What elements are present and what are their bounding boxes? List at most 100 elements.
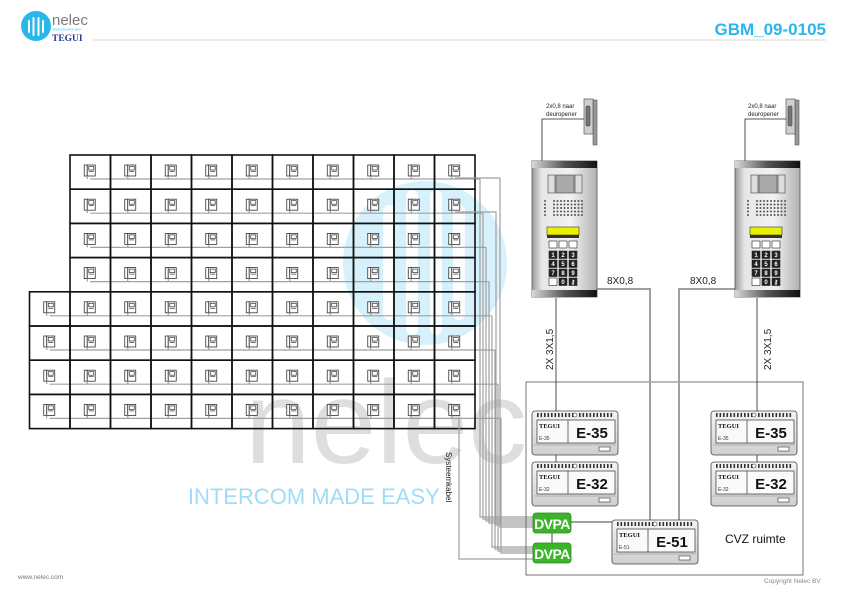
- indoor-monitor-icon[interactable]: [83, 164, 96, 177]
- indoor-monitor-icon[interactable]: [367, 335, 380, 348]
- indoor-monitor-icon[interactable]: [83, 267, 96, 280]
- indoor-monitor-icon[interactable]: [43, 301, 56, 314]
- nav-key[interactable]: [751, 240, 761, 249]
- key-icon[interactable]: [568, 277, 578, 286]
- indoor-monitor-icon[interactable]: [326, 164, 339, 177]
- indoor-monitor-icon[interactable]: [367, 267, 380, 280]
- indoor-monitor-icon[interactable]: [407, 232, 420, 245]
- keypad-key[interactable]: [751, 277, 761, 286]
- indoor-monitor-icon[interactable]: [407, 301, 420, 314]
- indoor-monitor-icon[interactable]: [83, 335, 96, 348]
- indoor-monitor-icon[interactable]: [205, 301, 218, 314]
- indoor-monitor-icon[interactable]: [205, 403, 218, 416]
- keypad-key[interactable]: [771, 259, 781, 268]
- indoor-monitor-icon[interactable]: [124, 198, 137, 211]
- keypad-key[interactable]: [558, 268, 568, 277]
- indoor-monitor-icon[interactable]: [367, 403, 380, 416]
- indoor-monitor-icon[interactable]: [124, 232, 137, 245]
- indoor-monitor-icon[interactable]: [83, 369, 96, 382]
- keypad-key[interactable]: [751, 268, 761, 277]
- indoor-monitor-icon[interactable]: [164, 335, 177, 348]
- keypad-key[interactable]: [761, 250, 771, 259]
- indoor-monitor-icon[interactable]: [164, 164, 177, 177]
- indoor-monitor-icon[interactable]: [205, 335, 218, 348]
- indoor-monitor-icon[interactable]: [367, 164, 380, 177]
- indoor-monitor-icon[interactable]: [286, 198, 299, 211]
- keypad-key[interactable]: [558, 250, 568, 259]
- indoor-monitor-icon[interactable]: [326, 198, 339, 211]
- indoor-monitor-icon[interactable]: [286, 369, 299, 382]
- indoor-monitor-icon[interactable]: [164, 232, 177, 245]
- indoor-monitor-icon[interactable]: [367, 301, 380, 314]
- indoor-monitor-icon[interactable]: [448, 232, 461, 245]
- indoor-monitor-icon[interactable]: [448, 403, 461, 416]
- indoor-monitor-icon[interactable]: [286, 267, 299, 280]
- indoor-monitor-icon[interactable]: [326, 369, 339, 382]
- indoor-monitor-icon[interactable]: [286, 335, 299, 348]
- keypad-key[interactable]: [761, 268, 771, 277]
- indoor-monitor-icon[interactable]: [367, 198, 380, 211]
- indoor-monitor-icon[interactable]: [407, 403, 420, 416]
- keypad-key[interactable]: [548, 268, 558, 277]
- indoor-monitor-icon[interactable]: [164, 198, 177, 211]
- indoor-monitor-icon[interactable]: [407, 164, 420, 177]
- indoor-monitor-icon[interactable]: [326, 232, 339, 245]
- indoor-monitor-icon[interactable]: [448, 301, 461, 314]
- indoor-monitor-icon[interactable]: [83, 403, 96, 416]
- nav-key[interactable]: [771, 240, 781, 249]
- indoor-monitor-icon[interactable]: [83, 301, 96, 314]
- indoor-monitor-icon[interactable]: [448, 164, 461, 177]
- nav-key[interactable]: [568, 240, 578, 249]
- indoor-monitor-icon[interactable]: [124, 164, 137, 177]
- keypad-key[interactable]: [771, 268, 781, 277]
- indoor-monitor-icon[interactable]: [205, 267, 218, 280]
- indoor-monitor-icon[interactable]: [286, 301, 299, 314]
- indoor-monitor-icon[interactable]: [124, 369, 137, 382]
- indoor-monitor-icon[interactable]: [448, 335, 461, 348]
- nav-key[interactable]: [558, 240, 568, 249]
- indoor-monitor-icon[interactable]: [124, 335, 137, 348]
- indoor-monitor-icon[interactable]: [245, 164, 258, 177]
- nav-key[interactable]: [761, 240, 771, 249]
- indoor-monitor-icon[interactable]: [205, 232, 218, 245]
- indoor-monitor-icon[interactable]: [124, 301, 137, 314]
- indoor-monitor-icon[interactable]: [164, 369, 177, 382]
- indoor-monitor-icon[interactable]: [245, 267, 258, 280]
- keypad-key[interactable]: [558, 277, 568, 286]
- keypad-key[interactable]: [761, 259, 771, 268]
- indoor-monitor-icon[interactable]: [83, 232, 96, 245]
- keypad-key[interactable]: [548, 250, 558, 259]
- indoor-monitor-icon[interactable]: [448, 267, 461, 280]
- indoor-monitor-icon[interactable]: [286, 164, 299, 177]
- indoor-monitor-icon[interactable]: [245, 403, 258, 416]
- nav-key[interactable]: [548, 240, 558, 249]
- keypad-key[interactable]: [558, 259, 568, 268]
- indoor-monitor-icon[interactable]: [448, 198, 461, 211]
- indoor-monitor-icon[interactable]: [326, 267, 339, 280]
- indoor-monitor-icon[interactable]: [367, 232, 380, 245]
- keypad-key[interactable]: [548, 259, 558, 268]
- indoor-monitor-icon[interactable]: [245, 198, 258, 211]
- indoor-monitor-icon[interactable]: [245, 369, 258, 382]
- indoor-monitor-icon[interactable]: [245, 335, 258, 348]
- indoor-monitor-icon[interactable]: [245, 232, 258, 245]
- indoor-monitor-icon[interactable]: [367, 369, 380, 382]
- keypad-key[interactable]: [761, 277, 771, 286]
- indoor-monitor-icon[interactable]: [83, 198, 96, 211]
- indoor-monitor-icon[interactable]: [286, 403, 299, 416]
- keypad-key[interactable]: [751, 259, 761, 268]
- indoor-monitor-icon[interactable]: [407, 369, 420, 382]
- indoor-monitor-icon[interactable]: [205, 369, 218, 382]
- indoor-monitor-icon[interactable]: [448, 369, 461, 382]
- keypad-key[interactable]: [568, 259, 578, 268]
- indoor-monitor-icon[interactable]: [407, 198, 420, 211]
- keypad-key[interactable]: [568, 268, 578, 277]
- indoor-monitor-icon[interactable]: [43, 403, 56, 416]
- indoor-monitor-icon[interactable]: [326, 335, 339, 348]
- keypad-key[interactable]: [751, 250, 761, 259]
- indoor-monitor-icon[interactable]: [407, 267, 420, 280]
- indoor-monitor-icon[interactable]: [43, 335, 56, 348]
- indoor-monitor-icon[interactable]: [164, 301, 177, 314]
- keypad-key[interactable]: [771, 250, 781, 259]
- indoor-monitor-icon[interactable]: [205, 164, 218, 177]
